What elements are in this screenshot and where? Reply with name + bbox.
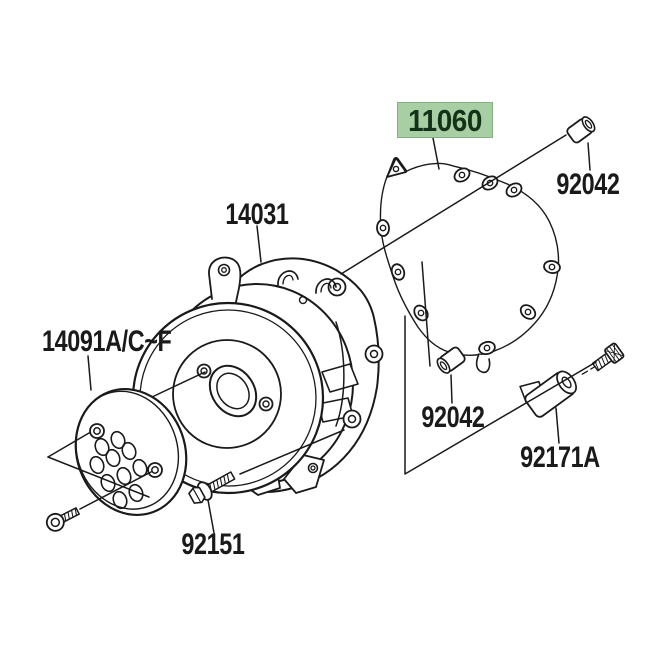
dowel-pin-upper-drawing [566,116,596,144]
part-number-dowel-pin-upper: 92042 [556,168,620,201]
leader-lines [47,134,597,534]
part-number-dowel-pin-lower: 92042 [421,401,485,434]
socket-bolt-drawing [45,507,80,532]
part-number-flanged-bolt: 92151 [181,528,245,561]
grommet-screw-drawing [591,342,625,372]
part-number-gasket: 11060 [408,102,482,138]
gasket-drawing [376,157,561,374]
outer-cover-drawing [74,387,188,517]
grommet-holder-drawing [519,342,625,418]
part-label-gasket-highlight: 11060 [397,102,493,138]
part-number-generator-cover: 14031 [225,198,289,231]
flanged-bolt-drawing [188,471,236,504]
vent-holes [89,430,148,510]
dowel-pin-lower-drawing [436,346,466,374]
part-number-outer-cover: 14091A/C~F [42,325,172,358]
part-number-grommet-holder: 92171A [520,441,600,474]
